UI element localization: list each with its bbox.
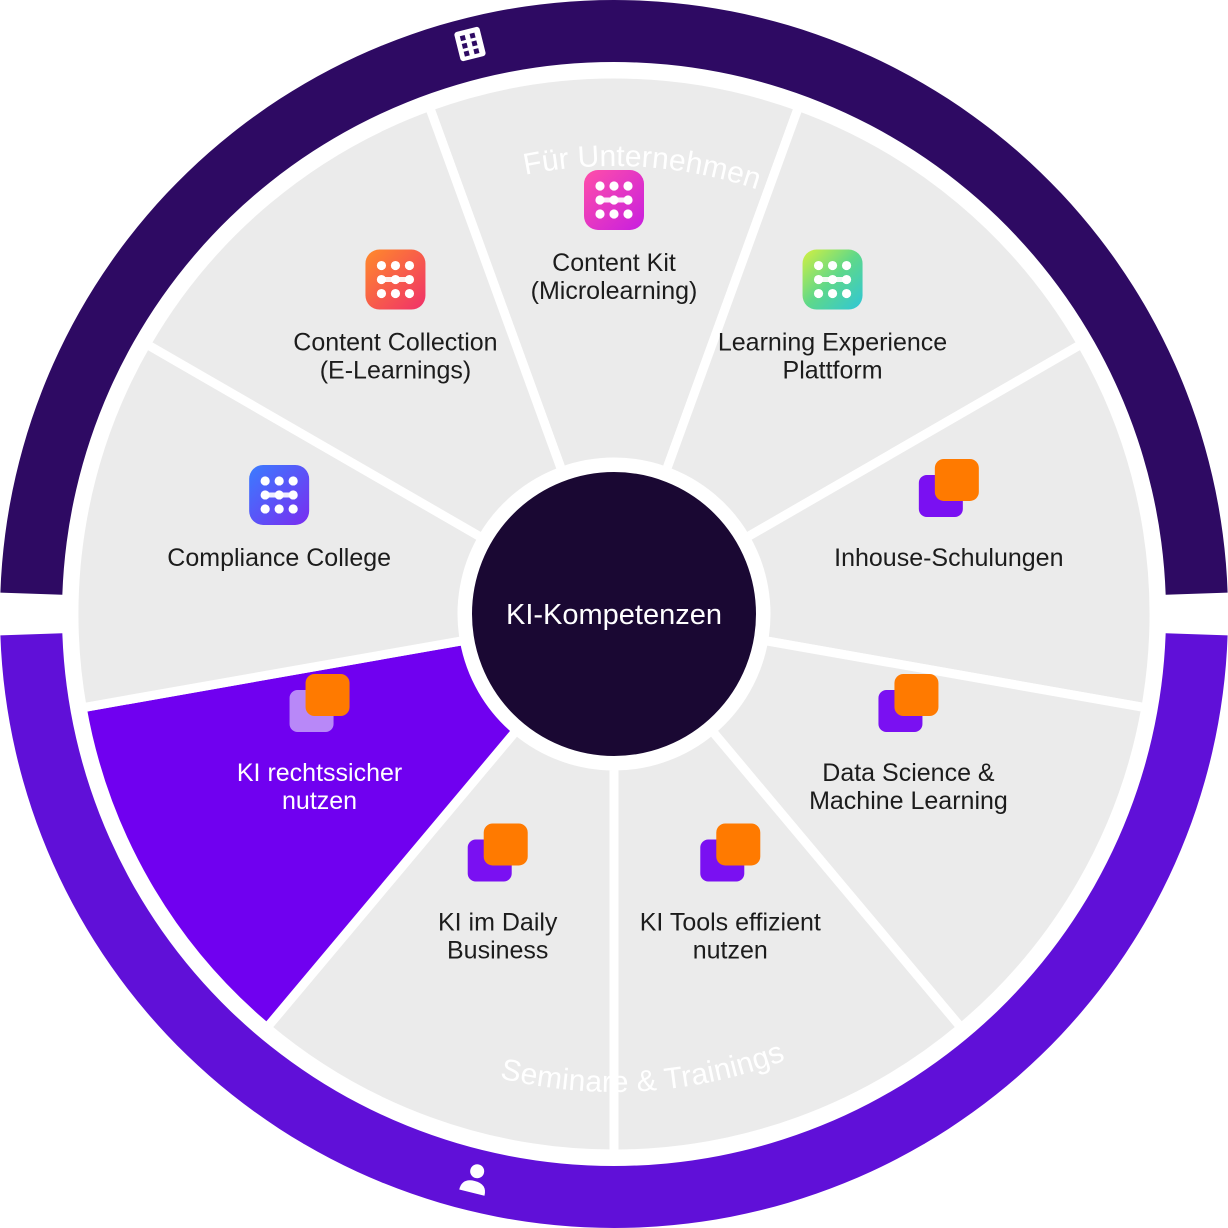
stacked-squares-icon (918, 458, 979, 517)
segment-label-line: (E-Learnings) (320, 357, 471, 385)
segment-shape[interactable] (707, 635, 1151, 1033)
segment-inhouse-schulungen[interactable]: Inhouse-Schulungen (741, 339, 1159, 713)
segment-label-line: Machine Learning (809, 787, 1008, 815)
center-label: KI-Kompetenzen (506, 599, 722, 631)
segment-label: Content Kit(Microlearning) (531, 249, 698, 305)
stacked-squares-icon (700, 823, 761, 882)
segment-label-line: Content Collection (293, 329, 497, 357)
segment-label-line: Content Kit (552, 249, 676, 277)
segment-label-line: Data Science & (822, 759, 995, 787)
segment-label-line: Business (447, 936, 548, 964)
segment-label-line: nutzen (693, 936, 768, 964)
segment-label-line: Plattform (783, 357, 883, 385)
center-circle (464, 464, 764, 764)
segment-label: Inhouse-Schulungen (834, 544, 1063, 572)
compliance-college-app-icon (249, 464, 310, 525)
building-icon (454, 26, 486, 62)
ring-top-unternehmen[interactable] (0, 0, 1228, 595)
segment-compliance-college[interactable]: Compliance College (69, 339, 487, 713)
segment-label-line: (Microlearning) (531, 277, 698, 305)
segment-label-line: KI Tools effizient (640, 908, 821, 936)
segment-shape[interactable] (77, 635, 521, 1033)
center-hub: KI-Kompetenzen (464, 464, 764, 764)
segment-label-line: Compliance College (167, 544, 391, 572)
lxp-app-icon (802, 249, 863, 310)
segment-shape[interactable] (741, 339, 1159, 713)
segment-shape[interactable] (661, 102, 1087, 543)
stacked-squares-icon (289, 674, 350, 732)
segment-label-line: Learning Experience (718, 329, 947, 357)
segment-label: Data Science &Machine Learning (809, 759, 1008, 815)
segment-label-line: KI im Daily (438, 908, 558, 936)
ring-bottom-seminare[interactable] (0, 633, 1228, 1228)
segment-label: Content Collection(E-Learnings) (293, 329, 497, 385)
segments-group: Content Kit(Microlearning) Learning Exper… (69, 69, 1159, 1159)
segment-label-line: Inhouse-Schulungen (834, 544, 1063, 572)
segment-label-line: nutzen (282, 787, 357, 815)
segment-content-kit[interactable]: Content Kit(Microlearning) (424, 69, 804, 476)
stacked-squares-icon (878, 674, 939, 732)
segment-label-line: KI rechtssicher (237, 759, 402, 787)
content-kit-app-icon (584, 170, 644, 230)
segment-label: Compliance College (167, 544, 391, 572)
segment-shape[interactable] (424, 69, 804, 476)
segment-content-collection[interactable]: Content Collection(E-Learnings) (141, 102, 567, 543)
segment-shape[interactable] (141, 102, 567, 543)
content-collection-app-icon (365, 249, 426, 310)
segment-shape[interactable] (69, 339, 487, 713)
person-icon (459, 1164, 485, 1196)
segment-shape[interactable] (609, 725, 966, 1159)
segment-data-science-machine-learning[interactable]: Data Science &Machine Learning (707, 635, 1151, 1033)
stacked-squares-icon (467, 823, 528, 882)
